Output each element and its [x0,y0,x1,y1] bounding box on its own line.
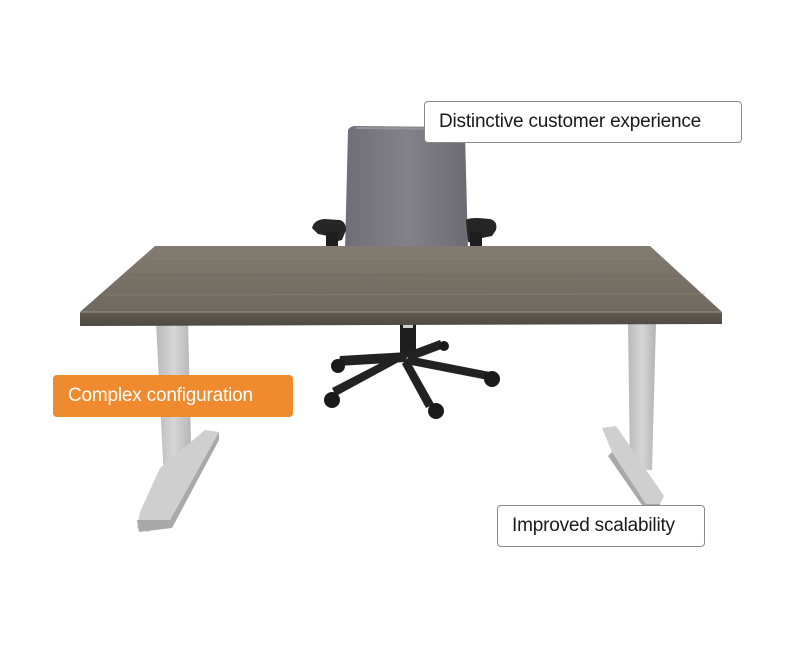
chair-armrest-right [466,218,497,246]
desk-top [80,246,722,326]
label-complex-configuration: Complex configuration [53,375,293,417]
desk-leg-left [137,322,219,532]
label-distinctive-customer-experience: Distinctive customer experience [424,101,742,143]
chair-base [324,320,500,419]
chair-backrest [345,126,468,250]
chair-armrest-left [312,219,346,246]
label-improved-scalability: Improved scalability [497,505,705,547]
desk-leg-right [602,322,664,508]
